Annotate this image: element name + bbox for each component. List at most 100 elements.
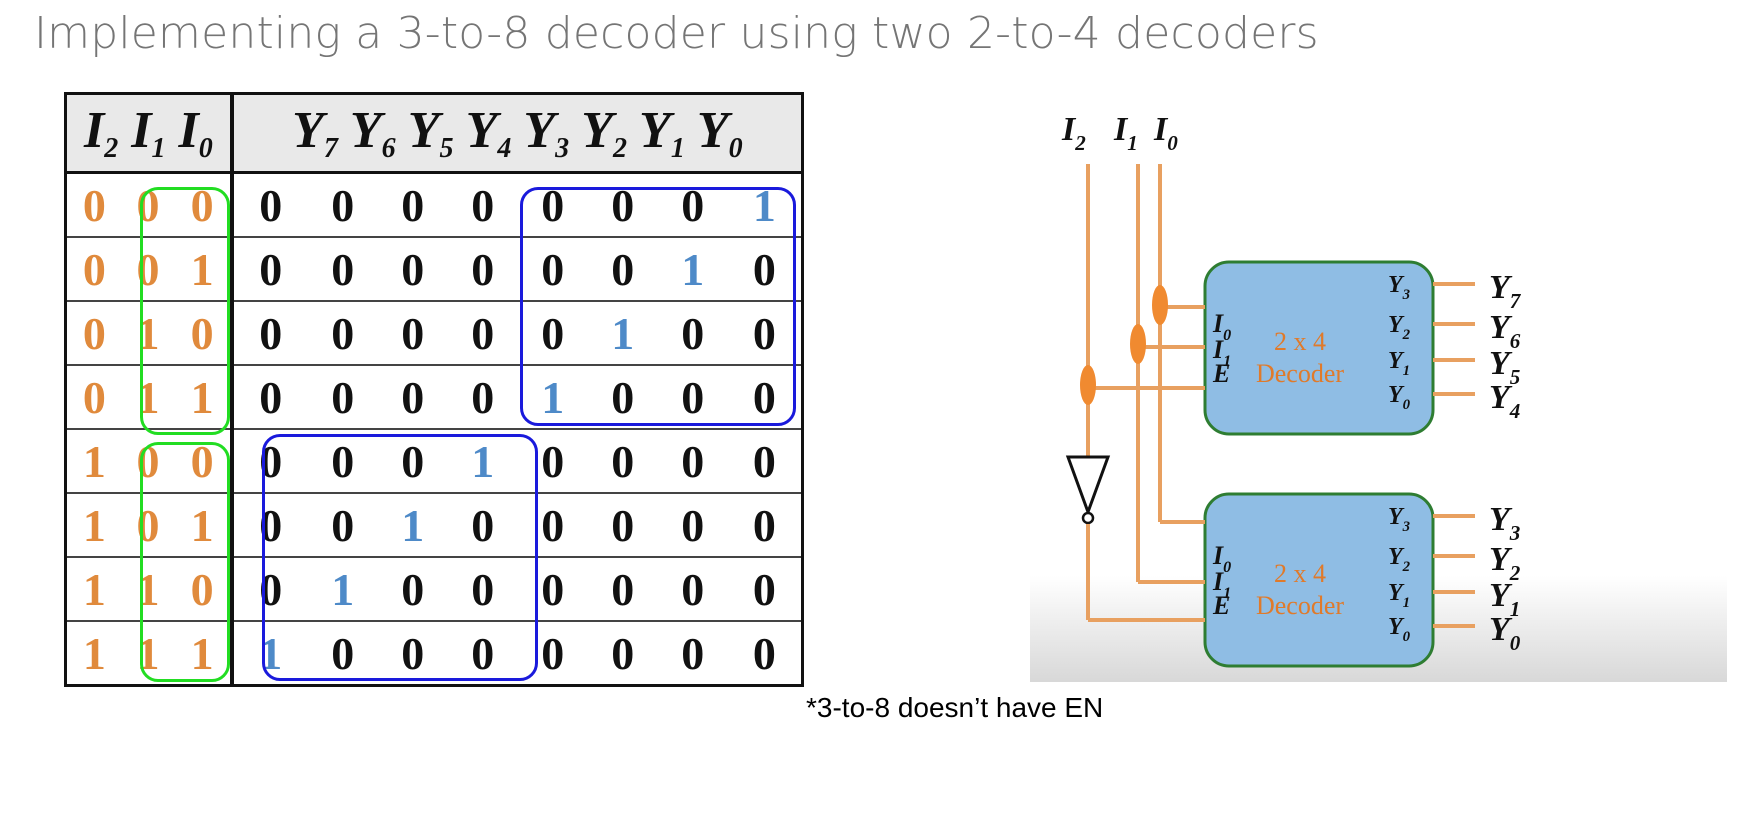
output-cell: 0 bbox=[447, 493, 518, 558]
output-cell: 1 bbox=[657, 237, 728, 302]
input-header-symbol: I bbox=[131, 102, 152, 159]
output-cell: 0 bbox=[727, 365, 803, 430]
output-label-base: Y bbox=[1489, 577, 1513, 614]
output-cell: 0 bbox=[447, 237, 518, 302]
output-cell: 0 bbox=[587, 237, 658, 302]
output-cell: 0 bbox=[587, 429, 658, 494]
output-cell: 0 bbox=[727, 557, 803, 622]
input-label-base: I bbox=[1113, 111, 1129, 148]
output-cell: 0 bbox=[727, 493, 803, 558]
output-header-subscript: 6 bbox=[381, 133, 396, 164]
decoder-output-pin-base: Y bbox=[1388, 382, 1405, 408]
decoder-output-pin-base: Y bbox=[1388, 504, 1405, 530]
decoder-output-pin: Y0 bbox=[1388, 382, 1411, 413]
output-cell: 0 bbox=[377, 557, 448, 622]
output-cell: 0 bbox=[307, 493, 378, 558]
decoder-output-pin-sub: 2 bbox=[1402, 327, 1411, 343]
input-header-symbol: I bbox=[178, 102, 199, 159]
output-cell: 0 bbox=[587, 621, 658, 687]
blue-box-low-outputs bbox=[520, 187, 796, 426]
output-label-base: Y bbox=[1489, 501, 1513, 538]
output-cell: 0 bbox=[657, 621, 728, 687]
output-cell: 0 bbox=[587, 557, 658, 622]
output-cell: 0 bbox=[231, 493, 308, 558]
decoder-output-pin-base: Y bbox=[1388, 544, 1405, 570]
inverter-bubble bbox=[1081, 511, 1095, 525]
input-label: I2 bbox=[1061, 111, 1086, 155]
decoder-output-pin-base: Y bbox=[1388, 580, 1405, 606]
decoder-label-line1: 2 x 4 bbox=[1274, 327, 1326, 356]
decoder-input-pin-base: I bbox=[1212, 309, 1224, 338]
junction-dot bbox=[1152, 285, 1168, 325]
output-cell: 0 bbox=[231, 365, 308, 430]
input-header-symbol: I bbox=[83, 102, 105, 159]
decoder-output-pin: Y0 bbox=[1388, 614, 1411, 645]
output-label: Y3 bbox=[1489, 501, 1520, 545]
decoder-input-pin: E bbox=[1212, 591, 1230, 620]
decoder-output-pin-sub: 2 bbox=[1402, 559, 1411, 575]
input-cell: 0 bbox=[174, 172, 234, 238]
output-cell: 0 bbox=[657, 172, 728, 238]
decoder-input-pin: I1 bbox=[1212, 335, 1231, 370]
output-cell: 0 bbox=[517, 557, 588, 622]
output-cell: 0 bbox=[377, 172, 448, 238]
input-label-base: I bbox=[1061, 111, 1077, 148]
slide-title: Implementing a 3-to-8 decoder using two … bbox=[34, 8, 1319, 59]
decoder-output-pin-base: Y bbox=[1388, 312, 1405, 338]
output-label: Y4 bbox=[1489, 379, 1520, 423]
output-cell: 1 bbox=[587, 301, 658, 366]
output-cell: 0 bbox=[517, 237, 588, 302]
output-cell: 1 bbox=[307, 557, 378, 622]
output-cell: 1 bbox=[377, 493, 448, 558]
output-cell: 0 bbox=[377, 237, 448, 302]
input-cell: 1 bbox=[174, 237, 234, 302]
footnote: *3-to-8 doesn’t have EN bbox=[806, 692, 1104, 723]
output-cell: 0 bbox=[447, 557, 518, 622]
output-header-subscript: 1 bbox=[670, 133, 685, 164]
input-cell: 0 bbox=[65, 172, 122, 238]
output-header-subscript: 7 bbox=[323, 133, 338, 164]
green-box-top bbox=[140, 187, 230, 435]
output-cell: 0 bbox=[517, 172, 588, 238]
decoder-label-line1: 2 x 4 bbox=[1274, 559, 1326, 588]
output-cell: 0 bbox=[307, 237, 378, 302]
output-cell: 1 bbox=[447, 429, 518, 494]
output-header-symbol: Y bbox=[349, 102, 382, 159]
decoder-output-pin-sub: 0 bbox=[1403, 629, 1411, 645]
decoder-input-pin-base: I bbox=[1212, 335, 1224, 364]
decoder-output-pin-sub: 1 bbox=[1403, 363, 1410, 379]
output-cell: 1 bbox=[517, 365, 588, 430]
decoder-input-pin-base: E bbox=[1212, 591, 1230, 620]
decoder-output-pin-sub: 0 bbox=[1403, 397, 1411, 413]
output-label-sub: 2 bbox=[1509, 561, 1521, 585]
output-cell: 0 bbox=[307, 621, 378, 687]
output-header-subscript: 3 bbox=[555, 133, 570, 164]
input-cell: 1 bbox=[65, 557, 122, 622]
input-cell: 1 bbox=[174, 493, 234, 558]
output-cell: 0 bbox=[231, 237, 308, 302]
output-header-symbol: Y bbox=[465, 102, 498, 159]
blue-box-high-outputs bbox=[262, 434, 538, 681]
decoder-label-line2: Decoder bbox=[1256, 359, 1344, 388]
output-label-base: Y bbox=[1489, 309, 1513, 346]
output-label: Y0 bbox=[1489, 611, 1521, 655]
output-cell: 0 bbox=[727, 237, 803, 302]
output-cell: 0 bbox=[657, 557, 728, 622]
decoder-input-pin-base: E bbox=[1212, 359, 1230, 388]
output-cell: 0 bbox=[587, 365, 658, 430]
output-cell: 0 bbox=[657, 493, 728, 558]
input-label-base: I bbox=[1153, 111, 1169, 148]
decoder-input-pin-sub: 1 bbox=[1223, 585, 1231, 602]
output-cell: 0 bbox=[727, 429, 803, 494]
junction-dot bbox=[1130, 324, 1146, 364]
output-label-sub: 6 bbox=[1510, 329, 1521, 353]
decoder-input-pin: I1 bbox=[1212, 567, 1231, 602]
decoder-label-line2: Decoder bbox=[1256, 591, 1344, 620]
decoder-output-pin-base: Y bbox=[1388, 272, 1405, 298]
output-cell: 0 bbox=[587, 493, 658, 558]
